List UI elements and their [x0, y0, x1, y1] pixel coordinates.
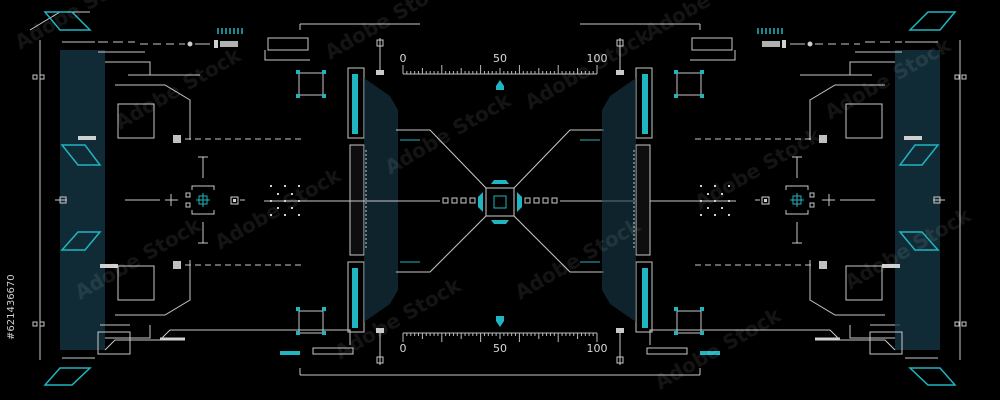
left-bottom-bracket [43, 367, 92, 386]
top-gauge-mid-label: 50 [493, 52, 507, 65]
right-signal-bars [757, 28, 783, 34]
left-target-reticle [185, 185, 215, 215]
right-target-reticle [785, 185, 815, 215]
right-mid-bracket-lower [898, 231, 940, 251]
center-crosshair [305, 129, 695, 273]
center-reticle-frame [485, 187, 515, 217]
right-lower-cyan-frame [676, 310, 702, 334]
left-side-panel [29, 11, 351, 386]
right-upper-cyan-frame [676, 72, 702, 96]
left-top-bracket [43, 11, 92, 31]
right-top-wing [690, 28, 902, 61]
top-gauge-max-label: 100 [587, 52, 608, 65]
top-gauge-min-label: 0 [400, 52, 407, 65]
bottom-gauge: 0 50 100 [299, 23, 701, 376]
right-cluster [646, 70, 900, 355]
right-glass-panel [895, 50, 940, 350]
left-mid-bracket-lower [60, 231, 102, 251]
right-top-bracket [908, 11, 957, 31]
right-mid-bracket-upper [898, 144, 940, 166]
left-mid-bracket-upper [60, 144, 102, 166]
right-side-panel [649, 11, 967, 386]
right-bottom-bracket [908, 367, 957, 386]
left-glass-panel [60, 50, 105, 350]
bottom-gauge-mid-label: 50 [493, 342, 507, 355]
left-upper-cyan-frame [298, 72, 324, 96]
left-cluster [100, 70, 354, 355]
left-top-wing [98, 23, 420, 61]
right-vertical-columns [602, 67, 653, 333]
bottom-gauge-max-label: 100 [587, 342, 608, 355]
bottom-gauge-marker [496, 316, 504, 327]
center-reticle-core [493, 195, 507, 209]
left-vertical-columns [347, 67, 398, 333]
top-gauge: 0 50 100 [376, 38, 624, 90]
watermark-id: #621436670 [6, 274, 17, 340]
right-dot-grid [700, 185, 730, 216]
left-lower-cyan-frame [298, 310, 324, 334]
top-gauge-marker [496, 80, 504, 90]
bottom-gauge-min-label: 0 [400, 342, 407, 355]
left-signal-bars [217, 28, 243, 34]
